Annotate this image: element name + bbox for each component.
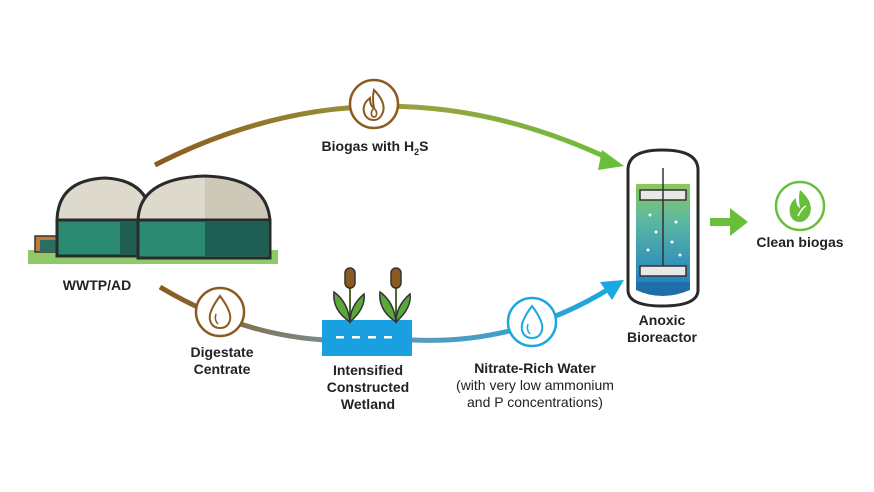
wetland-label-line3: Wetland xyxy=(340,396,396,412)
biogas-arrowhead xyxy=(598,150,624,170)
clean-biogas-label: Clean biogas xyxy=(756,234,844,250)
digester-group xyxy=(28,174,278,264)
wetland-water xyxy=(322,320,412,356)
digester-tank-right-shade xyxy=(205,222,268,256)
wwtp-label: WWTP/AD xyxy=(62,277,132,293)
clean-flow-arrowhead xyxy=(730,208,748,236)
nitrate-label-note2: and P concentrations) xyxy=(467,394,603,410)
digestate-label-line2: Centrate xyxy=(193,361,251,377)
water-drop-icon xyxy=(506,296,558,348)
reactor-label-line2: Bioreactor xyxy=(626,329,698,345)
water-drop-icon xyxy=(194,286,246,338)
nitrate-arrowhead xyxy=(600,280,624,300)
biogas-label-main: Biogas with H xyxy=(321,138,415,154)
nitrate-label: Nitrate-Rich Water (with very low ammoni… xyxy=(435,360,635,411)
biogas-label-subscript: 2 xyxy=(414,146,420,157)
leaf-flame-icon xyxy=(774,180,826,232)
wetland-icon xyxy=(322,267,412,356)
clean-flow-shaft xyxy=(710,218,732,226)
wetland-label-line1: Intensified xyxy=(332,362,403,378)
digestate-label: Digestate Centrate xyxy=(172,344,272,378)
biogas-label: Biogas with H2S xyxy=(300,138,450,161)
biogas-label-tail: S xyxy=(419,138,429,154)
nitrate-label-note1: (with very low ammonium xyxy=(456,377,614,393)
wetland-label: Intensified Constructed Wetland xyxy=(318,362,418,413)
bioreactor-icon xyxy=(626,148,700,308)
reactor-label-line1: Anoxic xyxy=(638,312,686,328)
nitrate-label-title: Nitrate-Rich Water xyxy=(474,360,596,376)
flame-icon xyxy=(348,78,400,130)
reactor-label: Anoxic Bioreactor xyxy=(612,312,712,346)
wetland-label-line2: Constructed xyxy=(326,379,410,395)
digestate-label-line1: Digestate xyxy=(190,344,254,360)
digester-dome-right-shade xyxy=(205,178,268,222)
